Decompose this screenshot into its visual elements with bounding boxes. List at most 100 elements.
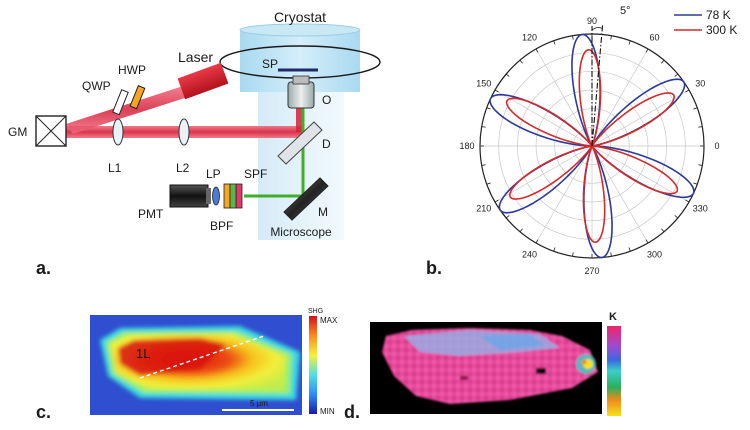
dichroic-label: D [322, 137, 331, 151]
pmt-label: PMT [138, 207, 164, 221]
polar-minor-tick [505, 73, 510, 77]
polar-minor-tick [674, 215, 679, 219]
polar-minor-tick [481, 164, 486, 166]
polar-minor-tick [628, 247, 631, 252]
polar-legend: 78 K 300 K [674, 8, 737, 37]
polar-spoke [494, 145, 593, 203]
laser-beam-diagonal [66, 86, 194, 134]
polar-minor-tick [698, 126, 703, 128]
mirror-m [283, 177, 329, 221]
polar-angle-tick-150: 150 [476, 79, 491, 89]
angle-annotation: 5° [620, 5, 631, 17]
l2-label: L2 [176, 161, 190, 175]
polar-minor-tick [572, 252, 574, 257]
bpf-label: BPF [210, 219, 233, 233]
polar-minor-tick [519, 59, 523, 64]
polar-angle-tick-120: 120 [522, 33, 537, 43]
short-pass-filter [235, 183, 243, 209]
galvo-mirror [35, 115, 67, 147]
polar-minor-tick [535, 239, 539, 244]
scale-bar-label: 5 μm [250, 399, 268, 408]
polar-minor-tick [685, 89, 690, 93]
hwp-label: HWP [118, 63, 146, 77]
spf-label: SPF [244, 167, 267, 181]
polar-minor-tick [535, 48, 539, 53]
polar-spoke [591, 48, 649, 147]
polar-minor-tick [494, 89, 499, 93]
panel-b-polar: 0 30 60 90 120 150 180 210 240 270 300 330 5° 78 K … [426, 5, 737, 278]
shg-colorbar [309, 316, 317, 414]
polar-angle-tick-210: 210 [476, 204, 491, 214]
microscope-label: Microscope [270, 225, 332, 239]
polar-minor-tick [486, 107, 491, 110]
layer-boundary [139, 335, 265, 379]
l1-label: L1 [108, 161, 122, 175]
legend-series-2: 300 K [706, 23, 737, 37]
laser-label: Laser [178, 49, 213, 65]
polar-spoke [591, 145, 690, 203]
sample-label: SP [262, 57, 278, 71]
rotated-line [591, 24, 604, 147]
polar-spoke [591, 89, 690, 147]
colorbar-min: MIN [320, 407, 335, 416]
polar-minor-tick [693, 107, 698, 110]
polar-minor-tick [494, 199, 499, 203]
polar-angle-tick-60: 60 [649, 33, 659, 43]
polar-minor-tick [572, 35, 574, 40]
polar-angle-tick-180: 180 [459, 141, 474, 151]
laser-source [177, 62, 229, 100]
polar-minor-tick [610, 35, 612, 40]
qwp-label: QWP [82, 79, 111, 93]
polar-minor-tick [486, 182, 491, 185]
polar-angle-tick-330: 330 [693, 204, 708, 214]
polar-minor-tick [505, 215, 510, 219]
band-pass-filter [223, 183, 231, 209]
k-colorbar [607, 326, 621, 416]
flake-label: 1L [136, 346, 150, 361]
panel-a-setup: Microscope Cryostat SP O D [8, 9, 381, 278]
polar-tick-labels: 0 30 60 90 120 150 180 210 240 270 300 330 [459, 16, 719, 276]
gm-label: GM [8, 125, 27, 139]
colorbar-title: SHG [308, 308, 323, 315]
panel-c-shg-map: 1L 5 μm SHG MAX MIN c. [36, 308, 338, 422]
polar-minor-tick [553, 247, 556, 252]
cryostat-label: Cryostat [274, 9, 326, 25]
polar-minor-tick [645, 239, 649, 244]
polar-angle-tick-240: 240 [522, 249, 537, 259]
polar-angle-tick-90: 90 [587, 16, 597, 26]
polar-minor-tick [481, 126, 486, 128]
polar-reference-lines [591, 24, 604, 147]
polar-minor-tick [628, 40, 631, 45]
objective-label: O [322, 93, 331, 107]
panel-a-label: a. [36, 258, 51, 278]
angle-arc [591, 27, 603, 31]
polar-spoke [494, 89, 593, 147]
quarter-wave-plate [112, 89, 129, 116]
dichroic-mirror [277, 121, 323, 165]
mirror-label: M [318, 205, 328, 219]
objective-lens [287, 75, 315, 109]
panel-d-label: d. [344, 402, 360, 422]
band-pass-filter-2 [229, 183, 237, 209]
long-pass-filter [212, 186, 220, 206]
polar-spoke [535, 48, 593, 147]
half-wave-plate [129, 85, 146, 110]
panel-c-label: c. [36, 402, 51, 422]
polar-minor-tick [610, 252, 612, 257]
lens-l2 [178, 118, 190, 146]
polar-spoke [591, 145, 649, 244]
polar-minor-tick [698, 164, 703, 166]
k-colorbar-title: K [609, 311, 617, 323]
polar-angle-tick-30: 30 [695, 79, 705, 89]
polar-angle-tick-270: 270 [584, 266, 599, 276]
legend-series-1: 78 K [706, 8, 731, 22]
photomultiplier-tube [169, 184, 211, 208]
polar-minor-tick [693, 182, 698, 185]
polar-spoke [535, 145, 593, 244]
polar-angle-tick-300: 300 [647, 249, 662, 259]
lens-l1 [112, 118, 124, 146]
polar-minor-tick [553, 40, 556, 45]
colorbar-max: MAX [320, 316, 338, 325]
polar-angle-tick-0: 0 [714, 141, 719, 151]
